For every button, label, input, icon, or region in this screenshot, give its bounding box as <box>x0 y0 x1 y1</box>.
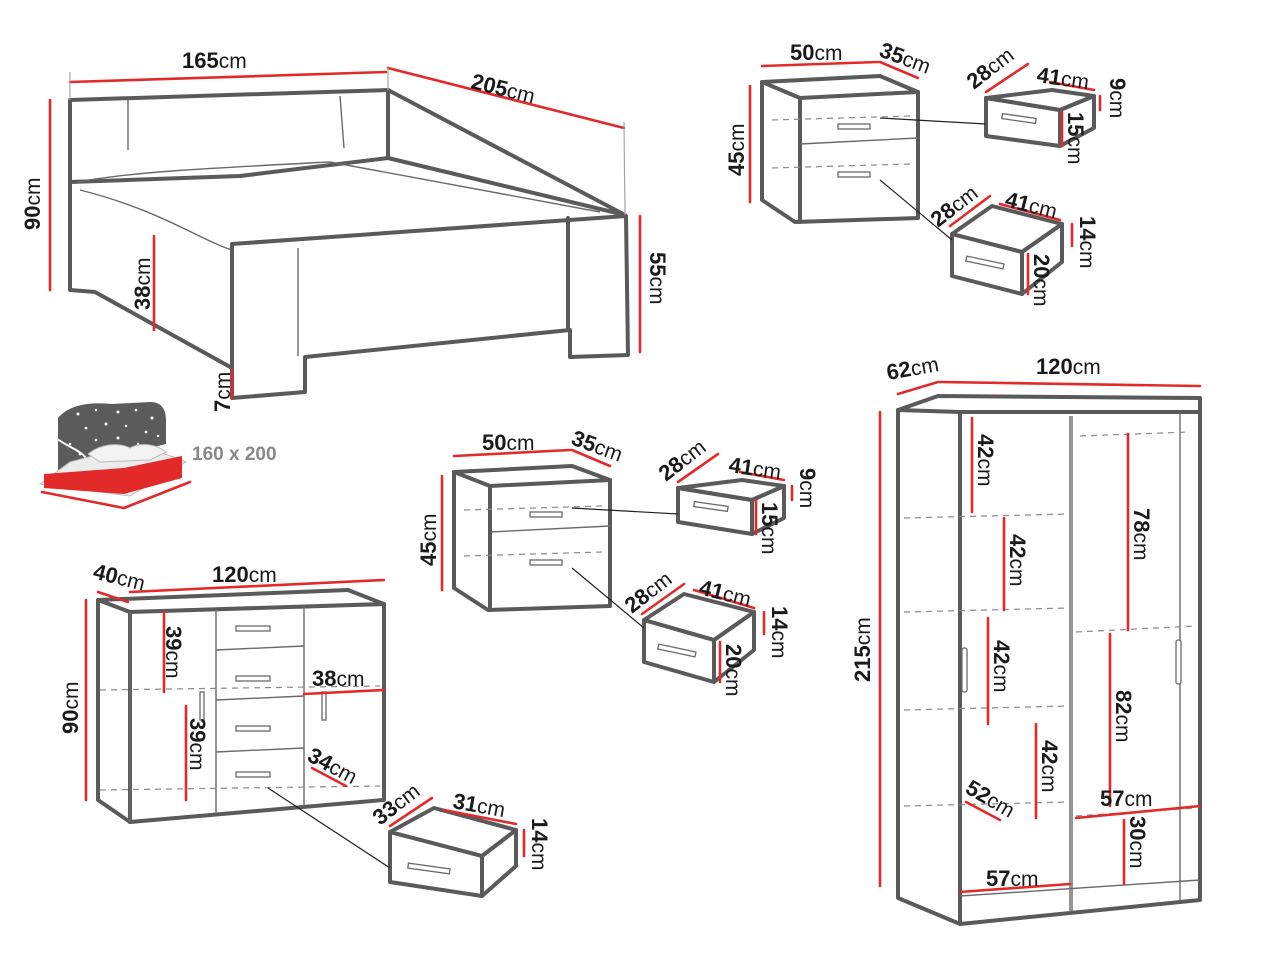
chest-drawer-height-label: 14cm <box>527 818 552 870</box>
chest-width-label: 120cm <box>212 562 277 587</box>
chest-height-label: 90cm <box>58 682 83 734</box>
nightstand-2-drawer-2 <box>571 567 766 684</box>
chest-of-drawers <box>96 588 386 824</box>
n2-height-label: 45cm <box>416 514 441 566</box>
nightstand-2 <box>452 464 612 612</box>
wardrobe-dimension-lines <box>878 380 1202 894</box>
chest-drawer-width-label: 31cm <box>451 788 507 822</box>
n1-height-label: 45cm <box>724 124 749 176</box>
nightstand-2-drawer-1 <box>571 452 794 536</box>
bed-width-label: 165cm <box>182 48 247 73</box>
wardrobe-shelf-c-label: 42cm <box>989 640 1014 692</box>
nightstand-1 <box>760 74 920 224</box>
wardrobe-hanging-top-label: 78cm <box>1129 508 1154 560</box>
chest-shelf-2-label: 39cm <box>185 718 210 770</box>
chest-drawer <box>267 787 526 898</box>
wardrobe-bottom-width-label: 57cm <box>986 866 1038 891</box>
mattress-size-label: 160 x 200 <box>192 444 277 465</box>
n1-d1-width-label: 41cm <box>1035 62 1090 94</box>
bed-leg-height-label: 55cm <box>645 252 670 304</box>
chest-shelf-1-label: 39cm <box>161 626 186 678</box>
n2-d1-height-label: 9cm <box>795 468 820 508</box>
wardrobe-shelf-b-label: 42cm <box>1005 534 1030 586</box>
n2-width-label: 50cm <box>482 430 534 455</box>
wardrobe-shelf-d-label: 42cm <box>1037 740 1062 792</box>
bed <box>68 88 630 400</box>
mattress-icon <box>38 402 192 510</box>
wardrobe-depth-label: 62cm <box>885 351 941 385</box>
n2-d2-front-label: 20cm <box>721 644 746 696</box>
nightstand-1-drawer-1 <box>879 62 1102 148</box>
n1-d2-height-label: 14cm <box>1075 216 1100 268</box>
n2-d2-height-label: 14cm <box>767 606 792 658</box>
nightstand-1-dimension-lines <box>748 60 920 204</box>
n1-d2-front-label: 20cm <box>1029 254 1054 306</box>
bed-dimension-lines <box>48 66 642 400</box>
n1-d1-depth-label: 28cm <box>962 42 1019 94</box>
n1-width-label: 50cm <box>790 40 842 65</box>
wardrobe-shelf-a-label: 42cm <box>973 434 998 486</box>
n2-d1-front-label: 15cm <box>757 502 782 554</box>
bed-height-label: 90cm <box>20 178 45 230</box>
wardrobe-width-label: 120cm <box>1036 354 1101 379</box>
chest-depth-label: 40cm <box>91 559 148 596</box>
n1-d2-width-label: 41cm <box>1003 187 1060 224</box>
nightstand-2-dimension-lines <box>440 448 612 592</box>
wardrobe-bottom-height-label: 30cm <box>1125 816 1150 868</box>
chest-dimension-lines <box>84 578 386 802</box>
chest-door-depth-label: 34cm <box>304 742 362 789</box>
wardrobe <box>896 394 1202 926</box>
bed-depth-label: 205cm <box>469 69 538 109</box>
chest-door-width-label: 38cm <box>312 666 364 691</box>
nightstand-1-drawer-2 <box>879 179 1074 296</box>
n1-d1-front-label: 15cm <box>1063 112 1088 164</box>
wardrobe-hanging-bottom-label: 82cm <box>1111 690 1136 742</box>
wardrobe-height-label: 215cm <box>850 617 875 682</box>
bed-gap-label: 7cm <box>210 372 235 412</box>
n2-d1-width-label: 41cm <box>727 452 782 484</box>
n1-d1-height-label: 9cm <box>1105 78 1130 118</box>
bed-side-height-label: 38cm <box>130 258 155 310</box>
wardrobe-shelf-width-label: 57cm <box>1100 786 1152 811</box>
